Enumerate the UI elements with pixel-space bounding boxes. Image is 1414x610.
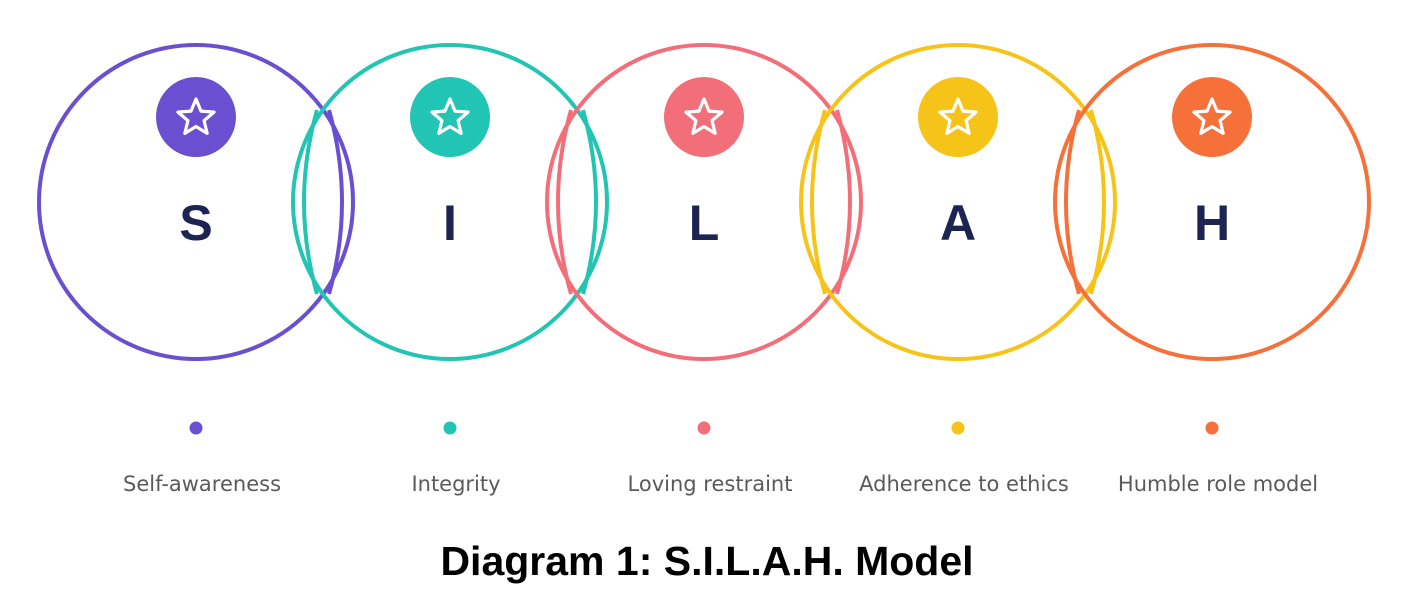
star-icon	[684, 97, 724, 135]
caption-h: Humble role model	[1118, 472, 1318, 496]
overlap-arc-i	[581, 109, 598, 295]
bullet-dot	[443, 421, 457, 435]
badge-h	[1172, 77, 1252, 157]
letter-l: L	[689, 195, 720, 251]
caption-i: Integrity	[411, 472, 500, 496]
bullet-dot	[951, 421, 965, 435]
bullet-dot	[1205, 421, 1219, 435]
badge-a	[918, 77, 998, 157]
overlap-arc-l	[835, 109, 852, 295]
badge-i	[410, 77, 490, 157]
star-icon	[1192, 97, 1232, 135]
star-icon	[176, 97, 216, 135]
ring-a	[799, 43, 1117, 361]
ring-i	[291, 43, 609, 361]
overlap-arc-s	[327, 109, 344, 295]
ring-s	[37, 43, 355, 361]
ring-h	[1053, 43, 1371, 361]
letter-s: S	[179, 195, 212, 251]
caption-a: Adherence to ethics	[859, 472, 1069, 496]
bullet-dot	[189, 421, 203, 435]
caption-s: Self-awareness	[123, 472, 281, 496]
ring-l	[545, 43, 863, 361]
rings-layer	[37, 43, 1371, 361]
overlap-arc-a	[1089, 109, 1106, 295]
star-icon	[938, 97, 978, 135]
letter-i: I	[443, 195, 457, 251]
letter-a: A	[940, 195, 976, 251]
star-icon	[430, 97, 470, 135]
bullet-dot	[697, 421, 711, 435]
letter-h: H	[1194, 195, 1230, 251]
badge-l	[664, 77, 744, 157]
nodes-layer: S Self-awareness I Integrity L Loving restrai…	[123, 77, 1318, 496]
diagram-title: Diagram 1: S.I.L.A.H. Model	[440, 538, 974, 584]
badge-s	[156, 77, 236, 157]
caption-l: Loving restraint	[628, 472, 793, 496]
